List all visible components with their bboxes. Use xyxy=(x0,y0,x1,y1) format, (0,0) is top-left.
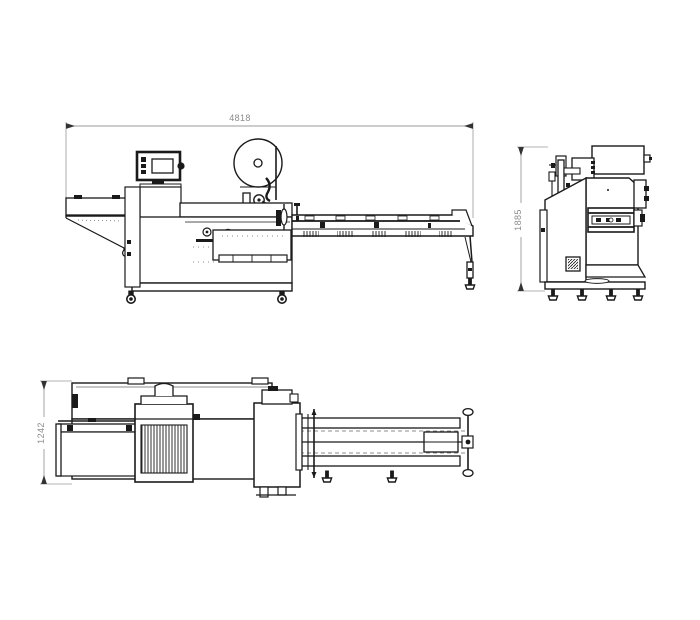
lower-cabinet xyxy=(539,176,647,290)
front-view-length-dimension: 4818 xyxy=(65,111,474,218)
dimension-label-width: 1242 xyxy=(36,422,46,444)
cross-sealing-jaws xyxy=(587,207,645,233)
discharge-rails-plan xyxy=(295,407,474,483)
plan-view-width-dimension: 1242 xyxy=(36,380,72,485)
infeed-chain-conveyor xyxy=(55,418,169,477)
side-elevation-view xyxy=(539,145,652,301)
finned-block xyxy=(134,382,200,483)
dimension-label-length: 4818 xyxy=(229,113,251,123)
end-roller xyxy=(461,407,474,478)
side-view-height-dimension: 1885 xyxy=(513,146,548,292)
forming-sealing-head xyxy=(212,203,300,263)
front-elevation-view xyxy=(65,138,476,305)
dimension-label-height: 1885 xyxy=(513,209,523,231)
top-plan-view xyxy=(55,377,474,498)
wrapper-head-plan xyxy=(253,386,301,498)
discharge-conveyor xyxy=(291,209,476,290)
